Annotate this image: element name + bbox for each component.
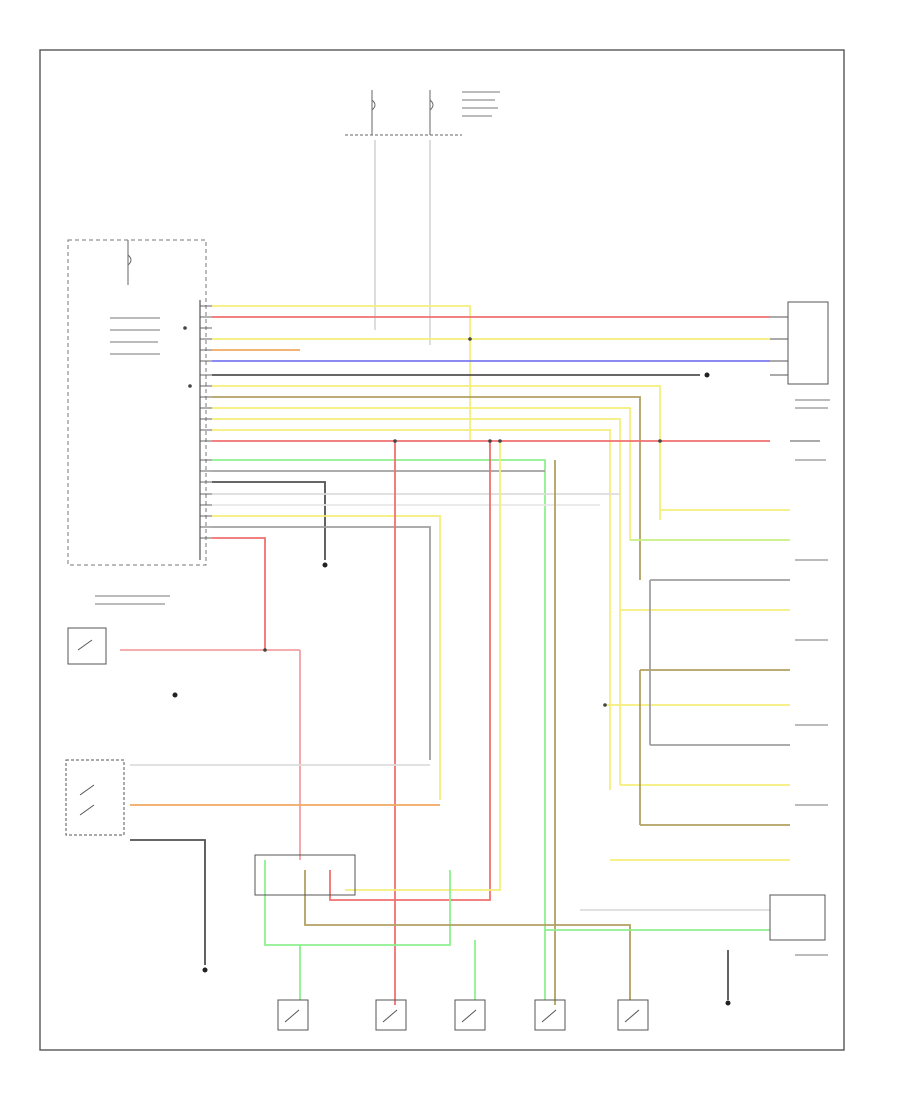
splice-dots: [183, 326, 662, 707]
ground-symbols: [172, 372, 731, 1006]
switch-symbols: [65, 627, 649, 1031]
fuse-left: [127, 240, 132, 285]
callout-marks: [95, 91, 830, 956]
fuse-group-top: [345, 90, 462, 345]
multiplex-control-unit-box: [67, 239, 207, 566]
vertical-drops: [120, 441, 770, 1005]
connector-pins: [200, 305, 212, 539]
harness-wires: [212, 305, 770, 935]
right-connector-box: [787, 301, 829, 385]
right-side-feeds: [605, 509, 790, 861]
right-terminals: [770, 316, 820, 442]
right-lower-box: [769, 894, 826, 941]
diagram-frame: [39, 49, 845, 1051]
